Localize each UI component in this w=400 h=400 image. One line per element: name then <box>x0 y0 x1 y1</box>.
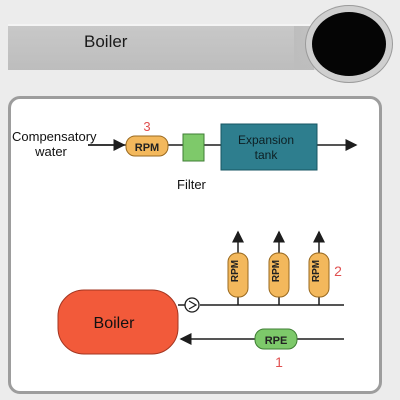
pump-rpe-return <box>254 328 298 350</box>
pump-rpm-top-label: RPM <box>135 142 159 154</box>
pump-rpm-vertical-1 <box>227 252 249 298</box>
expansion-tank-label-2: tank <box>255 148 279 162</box>
pump-rpm-vertical-2-label: RPM <box>271 260 282 282</box>
pump-rpm-vertical-3-label: RPM <box>311 260 322 282</box>
filter-label: Filter <box>177 177 206 192</box>
boiler-label: Boiler <box>94 315 136 332</box>
filter-box <box>182 133 205 162</box>
compensatory-water-line-1: Compensatory <box>12 129 97 144</box>
pump-rpm-vertical-number: 2 <box>334 263 342 279</box>
dark-oval-knob <box>312 12 386 76</box>
compensatory-water-line-2: water <box>35 144 67 159</box>
page-title: Boiler <box>84 32 128 51</box>
compensatory-water-label: Compensatory water <box>12 129 97 159</box>
pump-rpe-number: 1 <box>275 354 283 370</box>
pump-rpm-vertical-3 <box>308 252 330 298</box>
pump-rpe-label: RPE <box>265 335 288 347</box>
boiler-tank <box>57 289 179 355</box>
pump-rpm-top <box>125 135 169 157</box>
pump-rpm-vertical-2 <box>268 252 290 298</box>
pump-rpm-vertical-1-label: RPM <box>230 260 241 282</box>
expansion-tank-label-1: Expansion <box>238 133 294 147</box>
expansion-tank <box>220 123 318 171</box>
pump-rpm-top-number: 3 <box>143 119 150 134</box>
